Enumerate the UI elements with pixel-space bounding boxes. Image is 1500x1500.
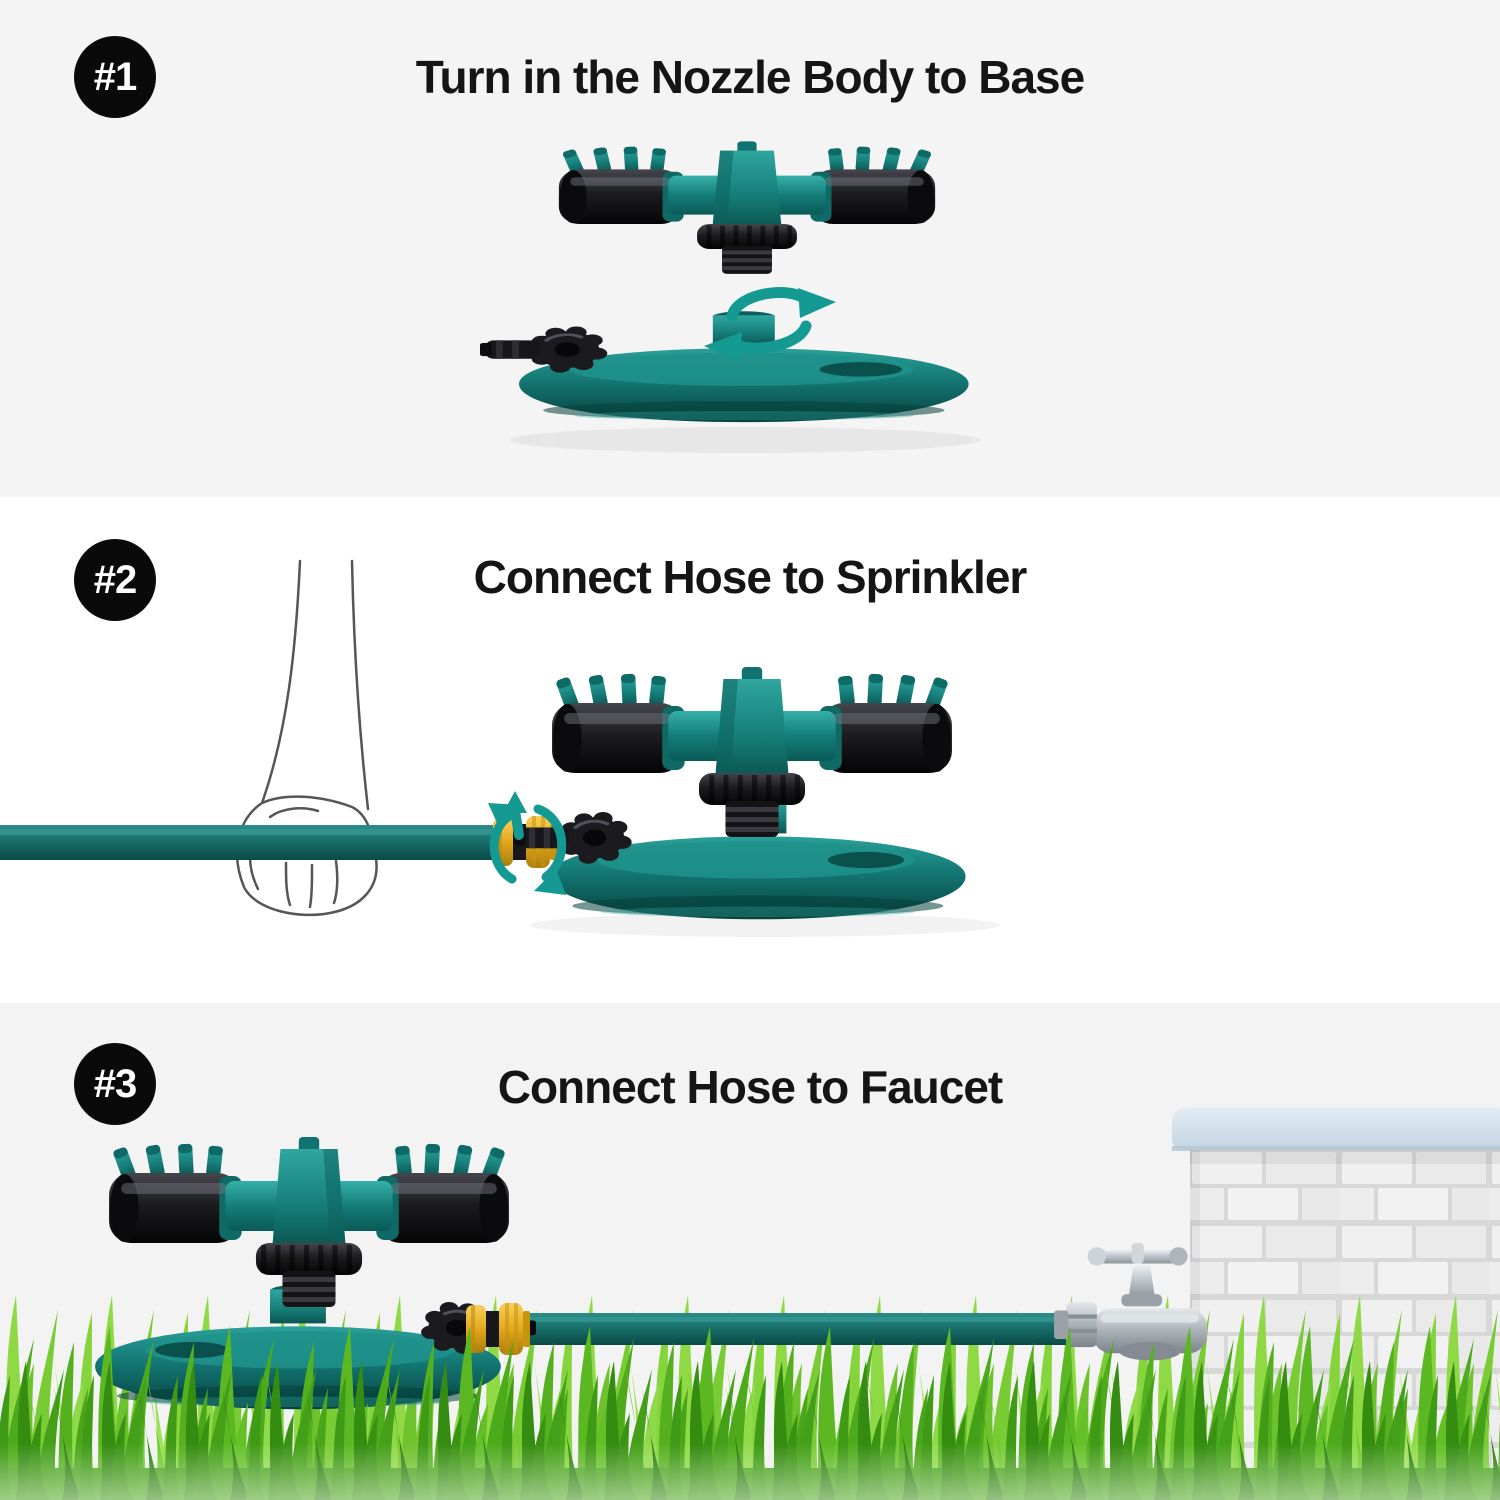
step-1-badge: #1 <box>74 36 156 118</box>
step-3-illustration <box>0 1107 1500 1500</box>
step-1-title: Turn in the Nozzle Body to Base <box>415 51 1085 103</box>
step-3-badge-label: #3 <box>93 1061 137 1106</box>
rotation-arrows-icon <box>488 791 567 895</box>
step-1-badge-label: #1 <box>93 54 137 99</box>
step-2-illustration <box>0 559 1000 937</box>
step-2-title: Connect Hose to Sprinkler <box>473 551 1028 603</box>
step-3-badge: #3 <box>74 1043 156 1125</box>
base-shadow <box>510 427 980 453</box>
sprinkler-nozzle-body-illustration <box>559 141 935 274</box>
step-2-badge-label: #2 <box>93 557 137 602</box>
rotation-arrows-icon <box>704 287 836 362</box>
base-shadow <box>530 913 1000 937</box>
step-1-illustration <box>0 0 980 453</box>
assembled-sprinkler-illustration <box>514 667 966 919</box>
step-2-section: #2 Connect Hose to Sprinkler <box>0 497 1500 1003</box>
hose-illustration <box>0 825 496 860</box>
step-1-section: #1 Turn in the Nozzle Body to Base <box>0 0 1500 497</box>
step-3-title: Connect Hose to Faucet <box>497 1061 1004 1113</box>
step-3-section: #3 Connect Hose to Faucet <box>0 1003 1500 1500</box>
step-2-badge: #2 <box>74 539 156 621</box>
hand-sketch-illustration <box>235 559 378 917</box>
sprinkler-base-illustration <box>480 311 969 422</box>
grass-front-layers <box>0 1318 1500 1500</box>
